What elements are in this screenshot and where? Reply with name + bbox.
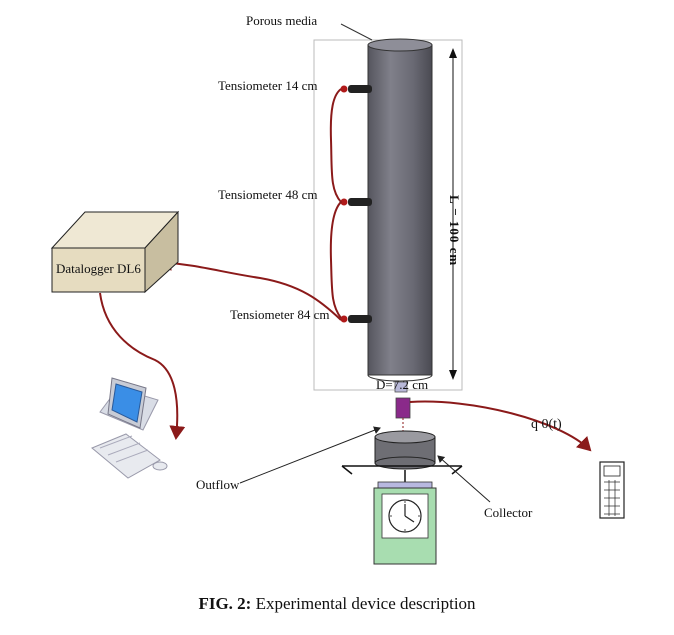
tensiometer-14-label: Tensiometer 14 cm [218,78,318,93]
phone-icon [599,461,625,519]
figure-caption-text: Experimental device description [255,594,476,613]
tensiometer-14-sensor [340,85,372,93]
length-label: L = 100 cm [447,195,462,267]
collector-leader [437,455,491,503]
flux-label: q 0(t) [531,417,562,432]
tensiometer-48-label: Tensiometer 48 cm [218,187,318,202]
computer-icon [91,377,168,479]
outflow-leader [239,426,381,484]
tensiometer-48-sensor [340,198,372,206]
balance [341,465,463,565]
computer-wire [99,292,186,440]
figure-number: FIG. 2: [198,594,252,613]
figure-caption: FIG. 2: Experimental device description [0,594,674,614]
datalogger-label: Datalogger DL6 [56,261,141,276]
outflow-tube [395,397,411,419]
tensiometer-wire [329,88,343,319]
flux-arrow [409,400,592,452]
diameter-label: D=7.2 cm [376,377,429,392]
length-dimension [449,48,457,380]
tensiometer-84-label: Tensiometer 84 cm [230,307,330,322]
collector-label: Collector [484,505,533,520]
outflow-label: Outflow [196,477,240,492]
porous-media-leader [340,23,373,41]
tensiometer-84-sensor [340,315,372,323]
datalogger-box [50,210,180,294]
porous-media-label: Porous media [246,13,318,28]
porous-media-column [367,38,433,382]
datalogger-wire [158,254,342,321]
collector-cylinder [374,430,436,470]
